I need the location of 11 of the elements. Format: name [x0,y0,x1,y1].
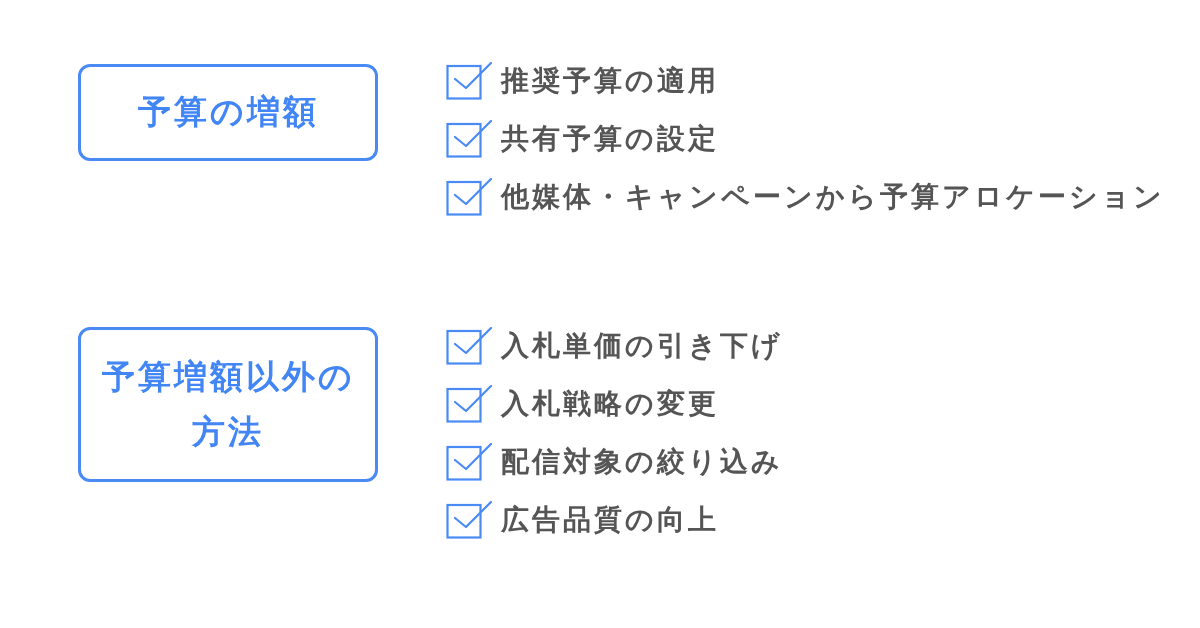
checklist-item-text: 他媒体・キャンペーンから予算アロケーション [501,180,1165,214]
checklist-item-text: 共有予算の設定 [501,122,719,156]
category-title: 予算増額以外の方法 [100,356,356,453]
category-title: 予算の増額 [137,91,319,134]
checklist-item-text: 入札単価の引き下げ [501,329,783,363]
checklist-item-text: 広告品質の向上 [501,503,719,537]
category-box [78,64,378,161]
checklist-item-text: 入札戦略の変更 [501,387,719,421]
checklist-item-text: 推奨予算の適用 [501,64,719,98]
checklist-item-text: 配信対象の絞り込み [501,445,783,479]
category-box [78,327,378,482]
